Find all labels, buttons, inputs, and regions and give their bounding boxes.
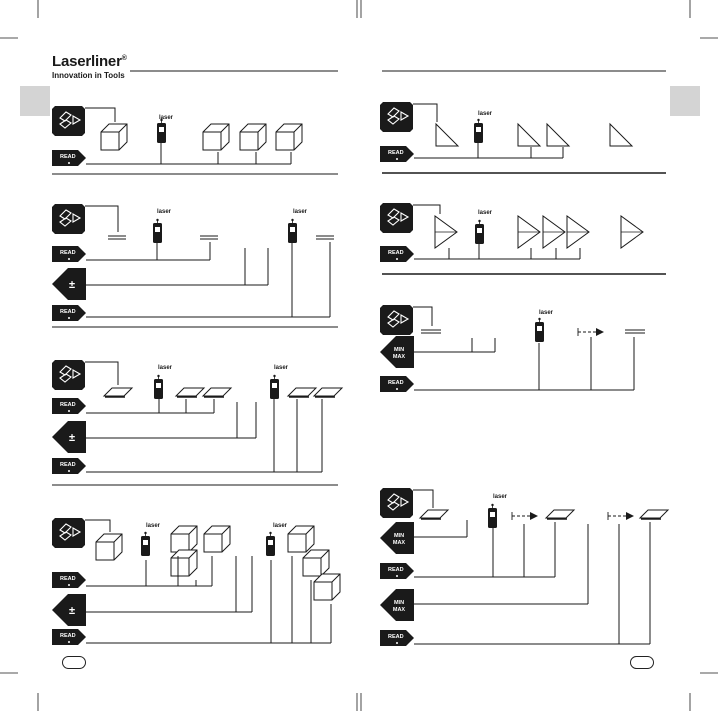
brand-logo: Laserliner® Innovation in Tools [52, 51, 127, 80]
read-button-label: READ [60, 402, 76, 408]
laser-label: laser [158, 365, 173, 371]
min-label: MIN [394, 533, 404, 539]
brand-tagline: Innovation in Tools [52, 71, 125, 80]
read-button-label: READ [60, 576, 76, 582]
read-button-label: READ [388, 567, 404, 573]
page-tab-left [20, 86, 50, 116]
laser-label: laser [274, 365, 289, 371]
laser-label: laser [493, 494, 508, 500]
laser-label: laser [478, 210, 493, 216]
brand-name: Laserliner [52, 53, 122, 70]
laser-label: laser [293, 209, 308, 215]
page-tab-right [670, 86, 700, 116]
page-number-circle-right [630, 656, 654, 669]
read-button-label: READ [60, 462, 76, 468]
max-label: MAX [393, 607, 406, 613]
min-label: MIN [394, 600, 404, 606]
read-button-label: READ [388, 380, 404, 386]
laser-label: laser [273, 523, 288, 529]
read-button-label: READ [60, 250, 76, 256]
page-number-circle-left [62, 656, 86, 669]
laser-label: laser [146, 523, 161, 529]
min-label: MIN [394, 347, 404, 353]
registered-mark: ® [121, 55, 127, 62]
read-button-label: READ [388, 150, 404, 156]
read-button-label: READ [60, 309, 76, 315]
laser-label: laser [157, 209, 172, 215]
plus-minus-label: ± [69, 605, 75, 617]
laser-label: laser [478, 111, 493, 117]
read-button-label: READ [388, 250, 404, 256]
laser-label: laser [159, 115, 174, 121]
read-button-label: READ [60, 154, 76, 160]
max-label: MAX [393, 540, 406, 546]
read-button-label: READ [388, 634, 404, 640]
plus-minus-label: ± [69, 279, 75, 291]
max-label: MAX [393, 354, 406, 360]
laser-label: laser [539, 310, 554, 316]
plus-minus-label: ± [69, 432, 75, 444]
read-button-label: READ [60, 633, 76, 639]
